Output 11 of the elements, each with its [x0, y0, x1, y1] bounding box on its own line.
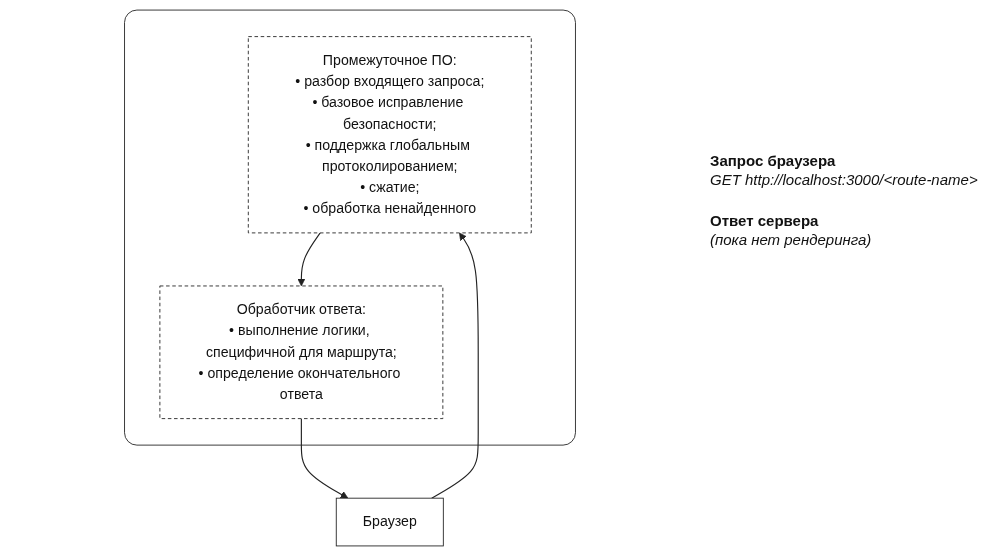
arrow — [431, 232, 479, 499]
note-text: (пока нет рендеринга) — [710, 231, 873, 248]
note-text: GET http://localhost:3000/<route-name> — [710, 171, 979, 188]
node-box: Браузер — [335, 497, 444, 546]
heading-text: Запрос браузера — [710, 152, 837, 169]
node-box: Обработчик ответа: • выполнение логики, специфичной для маршрута; • определение окончательного ответа — [159, 285, 444, 419]
cluster — [124, 9, 576, 446]
arrow — [300, 417, 349, 499]
heading-text: Ответ сервера — [710, 212, 820, 229]
node-box: Промежуточное ПО: • разбор входящего запроса; • базовое исправление безопасности; • поддержка глобальным протоколированием; • сжатие; • обработка ненайденного — [247, 35, 532, 233]
arrow — [297, 231, 321, 286]
